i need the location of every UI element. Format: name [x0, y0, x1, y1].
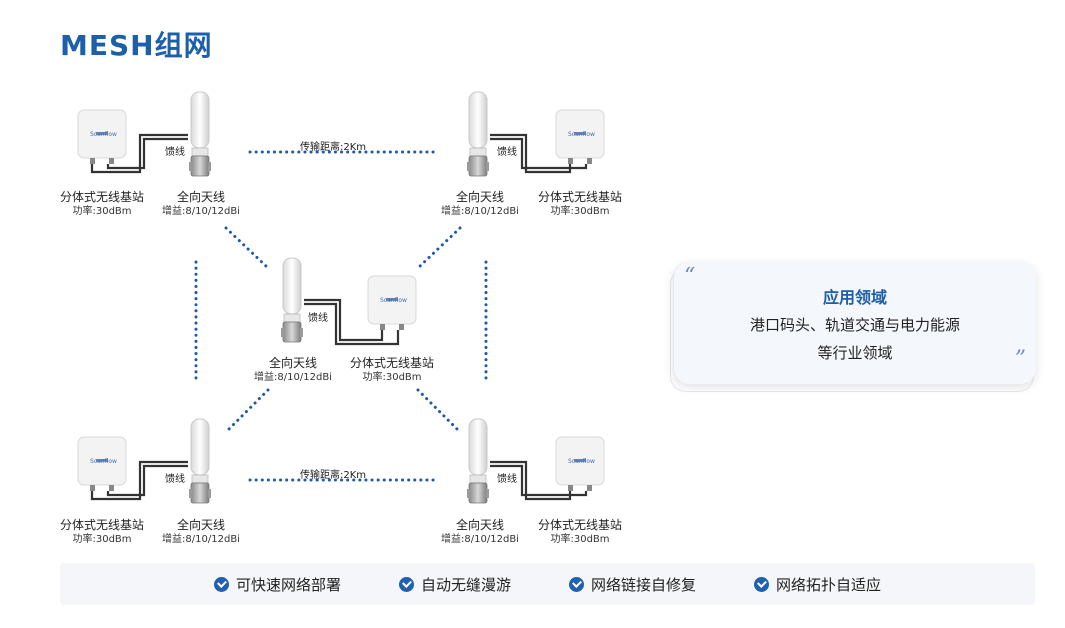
distance-label: 传输距离:2Km [300, 142, 367, 153]
link-diag-bottom-left [224, 388, 270, 434]
antenna-bottom-left [188, 418, 212, 504]
caption-base-station: 分体式无线基站 功率:30dBm [349, 356, 435, 383]
close-quote-icon: ” [1014, 347, 1026, 372]
check-circle-icon [569, 576, 584, 592]
feeder-label: 馈线 [165, 147, 185, 158]
node-bottom-left [77, 418, 212, 504]
caption-base-station: 分体式无线基站 功率:30dBm [59, 190, 145, 217]
caption-base-station: 分体式无线基站 功率:30dBm [537, 518, 623, 545]
feature-item: 网络拓扑自适应 [754, 574, 881, 595]
caption-base-station: 分体式无线基站 功率:30dBm [59, 518, 145, 545]
link-diag-bottom-right [416, 388, 462, 434]
feature-label: 可快速网络部署 [235, 575, 341, 594]
quote-line: 港口码头、轨道交通与电力能源 [749, 316, 960, 334]
feature-label: 网络链接自修复 [591, 575, 697, 594]
brand-logo: Scanflow [380, 297, 407, 304]
distance-label: 传输距离:2Km [300, 470, 367, 481]
antenna-center [280, 257, 304, 343]
brand-logo: Scanflow [90, 458, 117, 465]
feature-item: 网络链接自修复 [569, 574, 696, 595]
caption-antenna: 全向天线 增益:8/10/12dBi [441, 190, 519, 217]
check-circle-icon [754, 576, 770, 592]
caption-antenna: 全向天线 增益:8/10/12dBi [162, 518, 240, 545]
check-circle-icon [213, 576, 229, 592]
link-diag-top-right [416, 226, 462, 270]
feeder-label: 馈线 [497, 147, 517, 158]
brand-logo: Scanflow [568, 458, 595, 465]
antenna-top-right [466, 91, 490, 177]
caption-antenna: 全向天线 增益:8/10/12dBi [441, 518, 519, 545]
open-quote-icon: “ [684, 264, 696, 289]
check-circle-icon [398, 576, 414, 592]
wireless-links [194, 150, 488, 482]
antenna-bottom-right [466, 418, 490, 504]
node-top-right [466, 91, 605, 177]
caption-antenna: 全向天线 增益:8/10/12dBi [254, 356, 332, 383]
brand-logo: Scanflow [568, 131, 595, 138]
feeder-label: 馈线 [165, 474, 185, 485]
feature-label: 网络拓扑自适应 [776, 575, 882, 594]
quote-line: 等行业领域 [817, 344, 893, 362]
feature-item: 自动无缝漫游 [398, 574, 511, 595]
quote-title: 应用领域 [822, 288, 887, 307]
link-diag-top-left [224, 226, 270, 270]
node-center [280, 257, 417, 346]
feeder-label: 馈线 [497, 474, 517, 485]
brand-logo: Scanflow [90, 131, 117, 138]
antenna-top-left [188, 91, 212, 177]
feeder-label: 馈线 [308, 313, 328, 324]
feature-label: 自动无缝漫游 [420, 575, 511, 594]
caption-antenna: 全向天线 增益:8/10/12dBi [162, 190, 240, 217]
feature-item: 可快速网络部署 [213, 574, 341, 595]
node-bottom-right [466, 418, 605, 504]
page-title: MESH组网 [60, 29, 213, 62]
application-quote-card: “ 应用领域 港口码头、轨道交通与电力能源 等行业领域 ” [670, 262, 1036, 392]
features-bar: 可快速网络部署 自动无缝漫游 网络链接自修复 网络拓扑自适应 [60, 563, 1035, 605]
caption-base-station: 分体式无线基站 功率:30dBm [537, 190, 623, 217]
node-top-left [77, 91, 212, 177]
